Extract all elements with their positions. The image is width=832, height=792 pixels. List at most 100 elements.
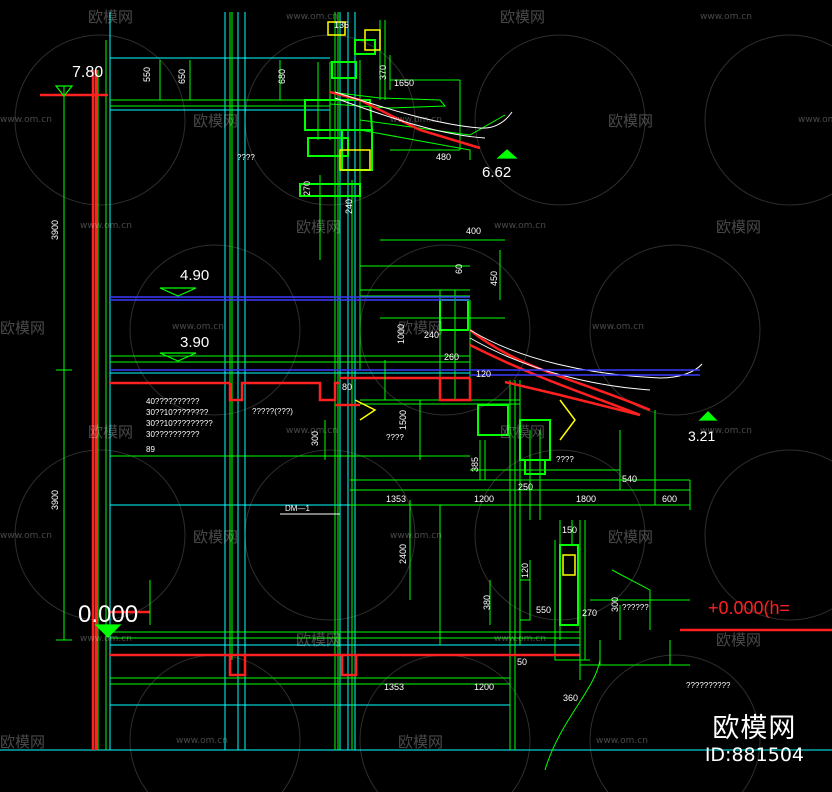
dim-250: 250: [518, 482, 533, 492]
note-list-4: 30??????????: [146, 430, 200, 439]
note-q5: ??????: [622, 603, 649, 612]
dim-60: 60: [454, 264, 464, 274]
level-markers: [54, 85, 718, 638]
note-list-1: 40??????????: [146, 397, 200, 406]
dim-380: 380: [482, 595, 492, 610]
dim-3900-lower: 3900: [50, 490, 60, 510]
dim-1353-b: 1353: [384, 682, 404, 692]
dim-1200-a: 1200: [474, 494, 494, 504]
level-0-000: 0.000: [78, 601, 138, 628]
dim-270-b: 270: [582, 608, 597, 618]
yellow-details: [327, 21, 576, 576]
dim-360: 360: [563, 693, 578, 703]
svg-text:www.om.cn: www.om.cn: [390, 115, 442, 125]
svg-text:www.om.cn: www.om.cn: [700, 12, 752, 22]
note-q6: ??????????: [686, 681, 731, 690]
note-q4: ????: [556, 455, 574, 464]
dim-370: 370: [378, 65, 388, 80]
dim-550: 550: [142, 67, 152, 82]
upper-roof-curves: [334, 91, 703, 391]
dim-300-b: 300: [610, 597, 620, 612]
svg-text:www.om.cn: www.om.cn: [172, 322, 224, 332]
level-0-000-h: +0.000(h=: [708, 598, 790, 618]
svg-text:www.om.cn: www.om.cn: [80, 634, 132, 644]
dim-650: 650: [177, 69, 187, 84]
svg-text:欧模网: 欧模网: [296, 631, 341, 649]
dim-300: 300: [310, 431, 320, 446]
dim-450: 450: [489, 271, 499, 286]
dim-400: 400: [466, 226, 481, 236]
dim-600: 600: [662, 494, 677, 504]
svg-text:www.om.cn: www.om.cn: [286, 12, 338, 22]
dim-480: 480: [436, 152, 451, 162]
svg-text:www.om.cn: www.om.cn: [592, 322, 644, 332]
dim-80: 80: [342, 382, 352, 392]
level-6-62: 6.62: [482, 164, 511, 181]
dim-2400: 2400: [398, 544, 408, 564]
svg-text:欧模网: 欧模网: [398, 733, 443, 751]
dim-150: 150: [562, 525, 577, 535]
dim-540: 540: [622, 474, 637, 484]
svg-text:欧模网: 欧模网: [500, 423, 545, 441]
brand-id: ID:881504: [704, 744, 804, 766]
green-structure-lines: [56, 12, 691, 771]
svg-text:www.om.cn: www.om.cn: [286, 426, 338, 436]
svg-text:www.om.cn: www.om.cn: [80, 221, 132, 231]
svg-text:www.om.cn: www.om.cn: [176, 736, 228, 746]
dim-3900-upper: 3900: [50, 220, 60, 240]
svg-text:欧模网: 欧模网: [0, 733, 45, 751]
dim-120-b: 120: [520, 563, 530, 578]
dimension-lines: [149, 55, 690, 680]
dim-1650: 1650: [394, 78, 414, 88]
dim-1800: 1800: [576, 494, 596, 504]
dim-1353-a: 1353: [386, 494, 406, 504]
note-q1: ????: [237, 153, 255, 162]
note-list-5: 89: [146, 445, 155, 454]
label-dm1: DM—1: [285, 504, 310, 513]
dim-1200-b: 1200: [474, 682, 494, 692]
brand-badge: 欧模网 ID:881504: [704, 713, 804, 767]
dim-385: 385: [470, 457, 480, 472]
svg-text:www.om.cn: www.om.cn: [0, 531, 52, 541]
svg-text:欧模网: 欧模网: [716, 218, 761, 236]
dim-680: 680: [277, 69, 287, 84]
note-list-3: 30??10?????????: [146, 419, 213, 428]
svg-text:欧模网: 欧模网: [88, 423, 133, 441]
svg-text:欧模网: 欧模网: [88, 8, 133, 26]
level-7-80: 7.80: [72, 64, 103, 81]
dim-1000: 1000: [396, 324, 406, 344]
svg-text:欧模网: 欧模网: [608, 112, 653, 130]
svg-text:www.om.cn: www.om.cn: [596, 736, 648, 746]
svg-text:www.om.cn: www.om.cn: [390, 531, 442, 541]
svg-text:欧模网: 欧模网: [398, 319, 443, 337]
red-section-lines: [40, 70, 832, 750]
dim-240: 240: [344, 199, 354, 214]
svg-text:www.om.cn: www.om.cn: [798, 115, 832, 125]
note-q3: ????: [386, 433, 404, 442]
svg-text:欧模网: 欧模网: [193, 112, 238, 130]
svg-text:www.om.cn: www.om.cn: [494, 221, 546, 231]
dim-120-a: 120: [476, 369, 491, 379]
svg-text:欧模网: 欧模网: [716, 631, 761, 649]
dim-260: 260: [444, 352, 459, 362]
watermark-texts: 欧模网 www.om.cn 欧模网 www.om.cn www.om.cn 欧模…: [0, 8, 832, 751]
svg-text:欧模网: 欧模网: [500, 8, 545, 26]
svg-text:欧模网: 欧模网: [608, 528, 653, 546]
dim-240-b: 240: [424, 330, 439, 340]
svg-text:欧模网: 欧模网: [0, 319, 45, 337]
svg-text:欧模网: 欧模网: [296, 218, 341, 236]
svg-text:欧模网: 欧模网: [193, 528, 238, 546]
dim-136: 136: [334, 20, 349, 30]
dim-1500: 1500: [398, 410, 408, 430]
svg-text:www.om.cn: www.om.cn: [700, 426, 752, 436]
level-3-21: 3.21: [688, 428, 715, 444]
brand-logo: 欧模网: [712, 713, 797, 744]
level-3-90: 3.90: [180, 334, 209, 351]
dim-550-b: 550: [536, 605, 551, 615]
level-4-90: 4.90: [180, 267, 209, 284]
dim-270: 270: [302, 181, 312, 196]
svg-text:www.om.cn: www.om.cn: [494, 634, 546, 644]
note-list-2: 30??10????????: [146, 408, 209, 417]
blue-level-lines: [110, 296, 700, 376]
